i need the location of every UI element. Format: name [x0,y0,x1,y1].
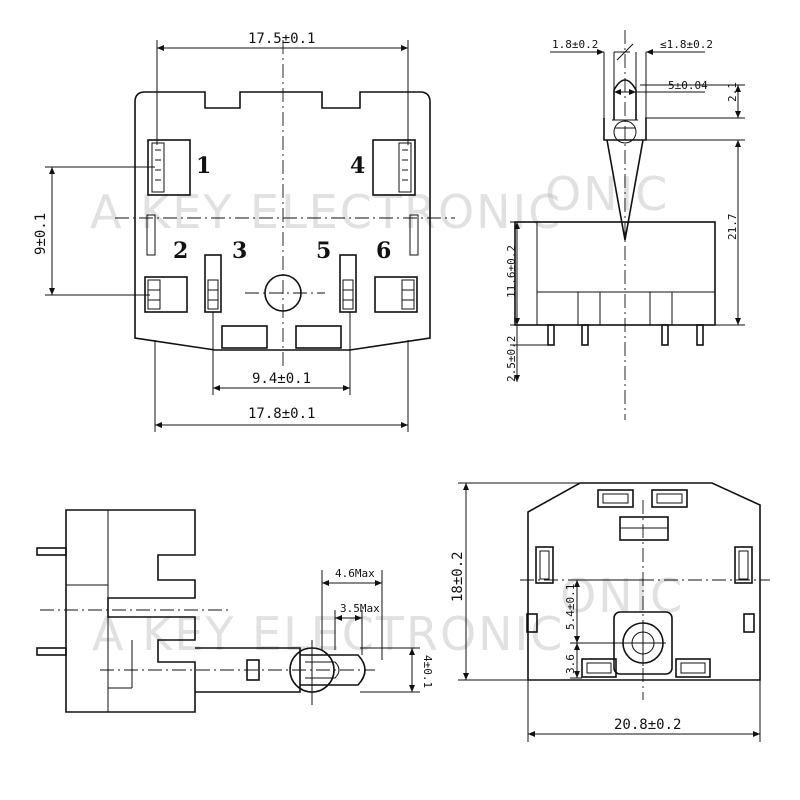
dim-lower-offset: 3.6 [564,654,577,674]
dim-rod: 4±0.1 [421,655,434,688]
pin-label-1: 1 [196,153,211,179]
dim-body-height: 11.6±0.2 [505,245,518,298]
dim-total-height: 21.7 [726,214,739,241]
svg-text:ONIC: ONIC [560,569,684,623]
pin-label-2: 2 [173,238,188,264]
svg-text:A KEY ELECTRONIC: A KEY ELECTRONIC [92,607,564,661]
dim-width: 20.8±0.2 [614,717,681,733]
svg-text:ONIC: ONIC [545,167,669,221]
pin-label-5: 5 [316,238,331,264]
dim-slot-height: 2.1 [726,82,739,102]
pin-label-4: 4 [350,153,365,179]
dim-tab-right: ≤1.8±0.2 [660,38,713,51]
dim-bottom-width: 17.8±0.1 [248,406,315,422]
dim-inner: 3.5Max [340,602,380,615]
bottom-view: 18±0.2 20.8±0.2 5.4±0.1 3.6 [450,482,770,742]
pin-label-6: 6 [376,238,391,264]
profile-view: 4.6Max 3.5Max 4±0.1 [36,509,434,713]
dim-top-width: 17.5±0.1 [248,31,315,47]
dim-center-offset: 5.4±0.1 [564,584,577,630]
dim-outer: 4.6Max [335,567,375,580]
front-view: 1 2 3 4 5 6 17.5±0.1 9±0.1 9.4±0.1 17.8±… [33,31,455,432]
dim-height: 18±0.2 [450,551,466,602]
watermark: A KEY ELECTRONIC A KEY ELECTRONIC ONIC O… [90,167,684,661]
dim-tab-left: 1.8±0.2 [552,38,598,51]
pin-label-3: 3 [232,238,247,264]
side-view: 1.8±0.2 ≤1.8±0.2 5±0.04 2.1 21.7 11.6±0.… [505,30,745,420]
dim-inner-width: 9.4±0.1 [252,371,311,387]
dim-pin-length: 2.5±0.2 [505,336,518,382]
dim-left-height: 9±0.1 [33,213,49,255]
svg-text:A KEY ELECTRONIC: A KEY ELECTRONIC [90,185,562,239]
